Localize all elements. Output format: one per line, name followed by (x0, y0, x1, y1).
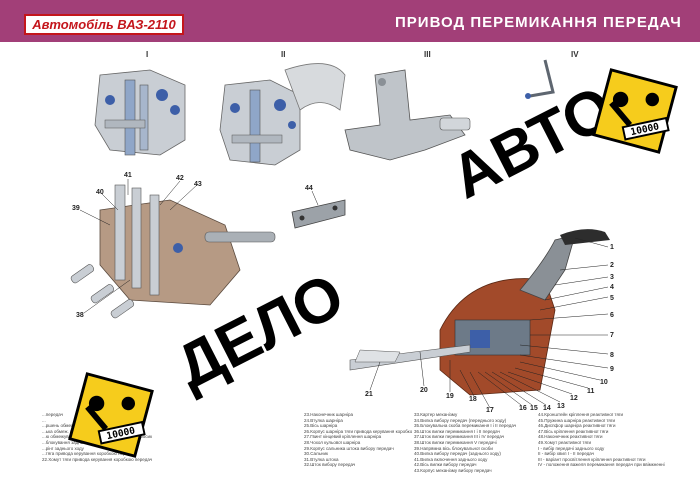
legend-item: III - варіант просвітлення кріплення реа… (538, 456, 646, 462)
callout-39: 39 (72, 205, 80, 212)
callout-8: 8 (610, 352, 614, 359)
legend-item: 31.Втулка штока (304, 456, 339, 462)
legend-item: ...рінг заднього ходу (42, 445, 84, 451)
callout-44: 44 (305, 185, 313, 192)
callout-14: 14 (543, 405, 551, 412)
legend-item: 49.Хомут реактивної тяги (538, 439, 592, 445)
legend-item: 22.Хомут тяги привода керування коробкою… (42, 456, 152, 462)
callout-4: 4 (610, 284, 614, 291)
callout-41: 41 (124, 172, 132, 179)
legend-item: 29.Корпус сальника штока вибору передач (304, 445, 394, 451)
legend-column-2: 23.Наконечник шарніра 24.Втулка шарніра … (304, 412, 412, 468)
legend-item: 23.Наконечник шарніра (304, 412, 354, 417)
callout-15: 15 (530, 405, 538, 412)
legend-item: 28.Чохол кульової шарніра (304, 439, 361, 445)
view-label-1: I (146, 50, 149, 59)
legend-column-3: 33.Картер механізму 34.Вилка вибору пере… (414, 412, 534, 474)
view-1-mechanism-drawing (94, 69, 186, 156)
watermark-sign-top: 10000 (592, 68, 678, 154)
legend-item: I - вибір передачі заднього ходу (538, 445, 605, 451)
legend-item: 35.Блокувальна скоба перемикання I і II … (414, 423, 517, 429)
legend-item: 30.Сальник (304, 451, 328, 457)
callout-20: 20 (420, 387, 428, 394)
page-title: ПРИВОД ПЕРЕМИКАННЯ ПЕРЕДАЧ (395, 14, 682, 31)
view-label-4: IV (571, 50, 579, 59)
callout-19: 19 (446, 393, 454, 400)
legend-item: 41.Вилка включення заднього ходу (414, 456, 488, 462)
watermark-sign-bottom: 10000 (68, 372, 154, 458)
legend-item: 26.Корпус шарніра тяги привода керування… (304, 428, 412, 434)
technical-drawing: 41 42 43 40 39 44 38 1 2 3 4 5 6 7 8 9 1… (70, 59, 614, 414)
legend-item: 27.Гвинт кінцевий кріплення шарніра (304, 434, 382, 440)
callout-11: 11 (587, 388, 595, 395)
legend-item: 42.Вісь вилки вибору передач (414, 462, 477, 468)
brand-label: Автомобіль ВАЗ-2110 (32, 17, 176, 32)
callout-5: 5 (610, 295, 614, 302)
callout-lines-left (79, 179, 319, 314)
selector-assembly-drawing (70, 184, 276, 319)
callout-6: 6 (610, 312, 614, 319)
gear-lever-assembly-drawing (349, 229, 610, 396)
legend-item: 45.Пружина шарніра реактивної тяги (538, 417, 615, 423)
legend-item: 32.Шток вибору передач (304, 462, 356, 468)
view-2-mechanism-drawing (219, 63, 346, 166)
callout-1: 1 (610, 244, 614, 251)
callout-13: 13 (557, 403, 565, 410)
wrench-icon (612, 91, 629, 108)
legend-item: 48.Наконечник реактивної тяги (538, 434, 603, 440)
legend-item: 24.Втулка шарніра (304, 417, 343, 423)
legend-item: 44.Кронштейн кріплення реактивної тяги (538, 412, 624, 417)
callout-12: 12 (570, 395, 578, 402)
callouts-right: 1 2 3 4 5 6 7 8 9 10 11 12 13 14 15 16 1… (365, 244, 614, 414)
view-label-2: II (281, 50, 286, 59)
legend-item: 40.Вилка вибору передач (заднього ходу) (414, 451, 501, 457)
legend-item: 47.Вісь кріплення реактивної тяги (538, 428, 609, 434)
bracket-44-drawing (291, 199, 346, 229)
legend-item: 34.Вилка вибору передач (переднього ходу… (414, 417, 507, 423)
legend-item: II - вибір хвил I - II передач (538, 451, 594, 457)
callout-7: 7 (610, 332, 614, 339)
brand-box: Автомобіль ВАЗ-2110 (24, 14, 184, 35)
wrench-icon (88, 395, 105, 412)
legend-item: ...передач (42, 412, 63, 417)
legend-item: 39.Напрямна вісь блокувальної скоби (414, 445, 493, 451)
legend-item: IV - положення важеля перемикання переда… (538, 462, 666, 468)
legend-item: 46.Диспфор шарніра реактивної тяги (538, 423, 616, 429)
callout-40: 40 (96, 189, 104, 196)
callout-2: 2 (610, 262, 614, 269)
view-label-3: III (424, 50, 431, 59)
view-3-bracket-drawing (344, 69, 471, 161)
legend-item: ... (42, 417, 46, 423)
callout-38: 38 (76, 312, 84, 319)
legend-item: ...ршень обмежувача (42, 423, 86, 429)
callout-lines-right (369, 237, 609, 409)
header-band: Автомобіль ВАЗ-2110 ПРИВОД ПЕРЕМИКАННЯ П… (0, 0, 700, 42)
callouts-left: 41 42 43 40 39 44 38 (72, 172, 313, 319)
legend-item: 37.Шток вилки перемикання III і IV перед… (414, 434, 505, 440)
callout-18: 18 (469, 396, 477, 403)
callout-42: 42 (176, 175, 184, 182)
legend-item: 38.Шток вилки перемикання V передачі (414, 439, 497, 445)
callout-17: 17 (486, 407, 494, 414)
callout-21: 21 (365, 391, 373, 398)
legend-item: 25.Вісь шарніра (304, 423, 338, 429)
callout-43: 43 (194, 181, 202, 188)
legend-item: 36.Шток вилки перемикання I і II передач (414, 428, 500, 434)
callout-3: 3 (610, 274, 614, 281)
legend-item: ...блокування заднього ходу (42, 439, 101, 445)
callout-10: 10 (600, 379, 608, 386)
callout-9: 9 (610, 366, 614, 373)
callout-16: 16 (519, 405, 527, 412)
legend-column-4: 44.Кронштейн кріплення реактивної тяги 4… (538, 412, 666, 468)
screw-icon (121, 396, 135, 411)
legend-item: ...тяга привода керування коробкою перед… (42, 451, 136, 457)
legend-item: 33.Картер механізму (414, 412, 458, 417)
screw-icon (645, 92, 659, 107)
legend-item: 43.Корпус механізму вибору передач (414, 467, 492, 473)
view-4-lever-drawing (525, 59, 555, 99)
